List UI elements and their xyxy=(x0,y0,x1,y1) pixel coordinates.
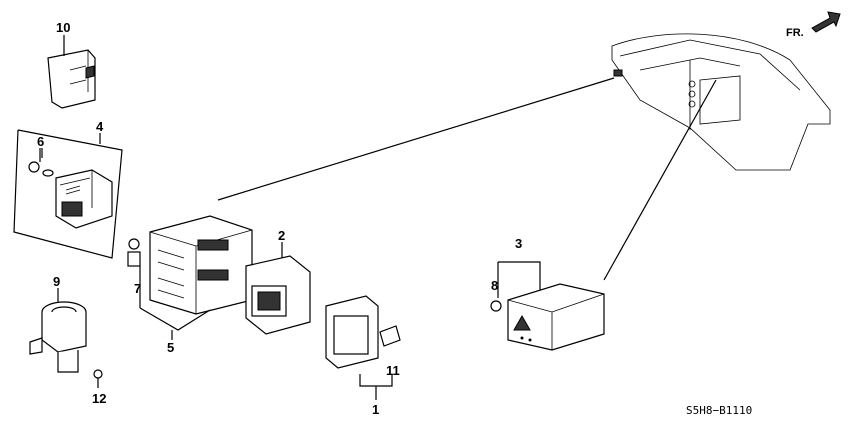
callout-12: 12 xyxy=(92,391,106,406)
callout-3: 3 xyxy=(515,236,522,251)
part-6-bulb xyxy=(28,161,54,177)
part-2-switch xyxy=(245,255,311,335)
part-7-bulb xyxy=(127,238,141,267)
part-1-switch xyxy=(325,295,379,369)
callout-7: 7 xyxy=(134,281,141,296)
front-direction-indicator: FR. xyxy=(786,11,841,39)
direction-label: FR. xyxy=(786,27,804,39)
callout-6: 6 xyxy=(37,134,44,149)
callout-8: 8 xyxy=(491,278,498,293)
callout-11: 11 xyxy=(386,363,400,378)
part-9-ignition-switch xyxy=(29,301,87,373)
callout-5: 5 xyxy=(167,340,174,355)
part-5-switch-assembly xyxy=(149,215,253,315)
part-8-screw xyxy=(490,300,502,312)
dashboard xyxy=(611,33,831,171)
part-10-cover xyxy=(47,49,96,109)
part-12-screw xyxy=(93,369,103,388)
callout-1: 1 xyxy=(372,402,379,417)
diagram-code: S5H8−B1110 xyxy=(686,404,752,417)
callout-2: 2 xyxy=(278,228,285,243)
callout-10: 10 xyxy=(56,20,70,35)
part-4-dimmer-switch xyxy=(55,169,113,229)
part-11-clip xyxy=(379,325,401,347)
part-3-hazard-switch xyxy=(507,283,605,351)
callout-9: 9 xyxy=(53,274,60,289)
callout-4: 4 xyxy=(96,119,104,134)
bracket-4 xyxy=(13,129,123,259)
